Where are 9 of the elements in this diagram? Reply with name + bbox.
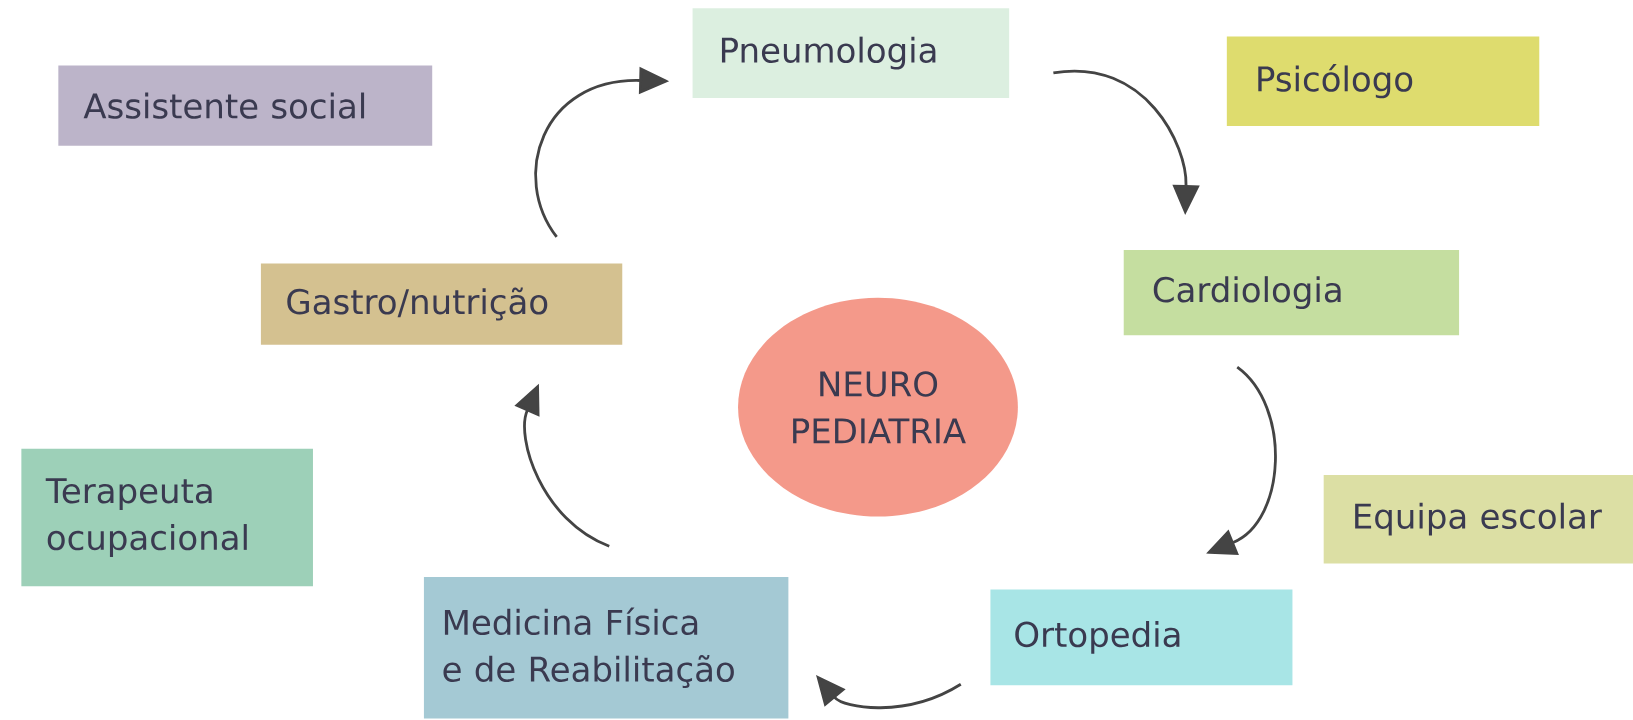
specialty-box: Cardiologia xyxy=(1123,250,1460,336)
specialty-box: Assistente social xyxy=(58,65,433,146)
specialty-box: Equipa escolar xyxy=(1323,475,1633,564)
specialty-box: Ortopedia xyxy=(990,589,1293,686)
specialty-box: Medicina Física e de Reabilitação xyxy=(423,577,789,719)
specialty-box: Psicólogo xyxy=(1226,36,1540,127)
specialty-box: Terapeuta ocupacional xyxy=(21,449,313,587)
specialty-box: Pneumologia xyxy=(692,8,1010,99)
specialty-box: Gastro/nutrição xyxy=(260,263,623,345)
